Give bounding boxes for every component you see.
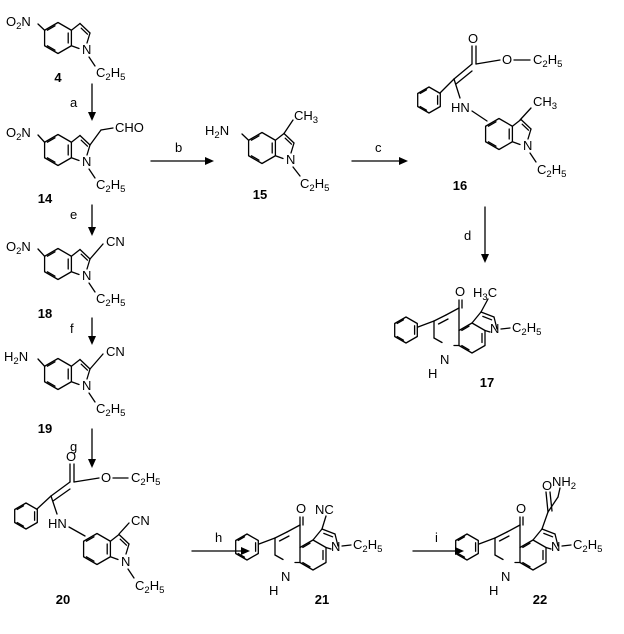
step-label-e: e — [70, 207, 77, 222]
c22-carbonyl-o-label: O — [516, 501, 526, 516]
compound-number-18: 18 — [38, 306, 52, 321]
compound-19: H2N CN N C2H5 19 — [4, 344, 125, 436]
c22-ethyl-label: C2H5 — [573, 537, 602, 555]
step-label-g: g — [70, 439, 77, 454]
c17-ring-h-label: H — [428, 366, 437, 381]
c17-carbonyl-o-label: O — [455, 284, 465, 299]
c17-n-label: N — [490, 321, 499, 336]
c16-nh-label: HN — [451, 100, 470, 115]
c14-ethyl-label: C2H5 — [96, 177, 125, 195]
c15-ethyl-label: C2H5 — [300, 176, 329, 194]
arrow-step-d: d — [464, 206, 489, 263]
compound-number-20: 20 — [56, 592, 70, 607]
c19-n-label: N — [82, 378, 91, 393]
compound-4: O2N N C2H5 4 — [6, 14, 125, 85]
c4-ethyl-label: C2H5 — [96, 65, 125, 83]
c22-ring-n-label: N — [501, 569, 510, 584]
arrow-step-f: f — [70, 317, 96, 345]
c15-amino-label: H2N — [205, 123, 229, 141]
c20-ester-o-label: O — [101, 470, 111, 485]
c16-ethyl-label: C2H5 — [537, 162, 566, 180]
compound-16: O O C2H5 HN CH3 N C2H5 16 — [417, 31, 566, 193]
c4-nitro-label: O2N — [6, 14, 31, 32]
c19-cn-label: CN — [106, 344, 125, 359]
compound-14: O2N CHO N C2H5 14 — [6, 120, 144, 206]
compound-18: O2N CN N C2H5 18 — [6, 234, 125, 321]
c15-methyl-label: CH3 — [294, 108, 318, 126]
c18-nitro-label: O2N — [6, 239, 31, 257]
c21-carbonyl-o-label: O — [296, 501, 306, 516]
c20-ethyl-label: C2H5 — [135, 578, 164, 596]
c14-cho-label: CHO — [115, 120, 144, 135]
arrow-step-b: b — [150, 140, 214, 165]
c22-ring-h-label: H — [489, 583, 498, 598]
c19-amino-label: H2N — [4, 349, 28, 367]
c16-carbonyl-o-label: O — [468, 31, 478, 46]
c21-ring-n-label: N — [281, 569, 290, 584]
arrow-step-a: a — [70, 83, 96, 121]
step-label-d: d — [464, 228, 471, 243]
compound-number-17: 17 — [480, 375, 494, 390]
c21-n-label: N — [331, 539, 340, 554]
compound-number-14: 14 — [38, 191, 53, 206]
step-label-c: c — [375, 140, 382, 155]
compound-22: O NH2 O N C2H5 N H 22 — [455, 474, 602, 607]
compound-17: O H3C N C2H5 N H 17 — [394, 284, 541, 390]
c16-methyl-label: CH3 — [533, 94, 557, 112]
c17-ethyl-label: C2H5 — [512, 320, 541, 338]
step-label-b: b — [175, 140, 182, 155]
compound-number-4: 4 — [54, 70, 62, 85]
step-label-h: h — [215, 530, 222, 545]
c16-n-label: N — [523, 138, 532, 153]
c16-ester-o-label: O — [502, 52, 512, 67]
c21-ethyl-label: C2H5 — [353, 537, 382, 555]
c22-nh2-label: NH2 — [552, 474, 576, 492]
c17-ring-n-label: N — [440, 352, 449, 367]
step-label-i: i — [435, 530, 438, 545]
compound-number-16: 16 — [453, 178, 467, 193]
arrow-step-g: g — [70, 428, 96, 468]
compound-20: O O C2H5 HN CN N C2H5 20 — [14, 449, 164, 607]
c20-n-label: N — [121, 554, 130, 569]
compound-number-15: 15 — [253, 187, 267, 202]
c22-amide-o-label: O — [542, 478, 552, 493]
c17-methyl-label: H3C — [473, 285, 497, 303]
c16-ester-ethyl-label: C2H5 — [533, 52, 562, 70]
c14-n-label: N — [82, 154, 91, 169]
c21-ring-h-label: H — [269, 583, 278, 598]
compound-15: H2N CH3 N C2H5 15 — [205, 108, 329, 202]
step-label-a: a — [70, 95, 78, 110]
arrow-step-c: c — [351, 140, 408, 165]
c15-n-label: N — [286, 152, 295, 167]
compound-21: O NC N C2H5 N H 21 — [235, 501, 382, 607]
c19-ethyl-label: C2H5 — [96, 401, 125, 419]
c20-cn-label: CN — [131, 513, 150, 528]
compound-number-22: 22 — [533, 592, 547, 607]
c4-n-label: N — [82, 42, 91, 57]
c22-n-label: N — [551, 539, 560, 554]
arrow-step-e: e — [70, 204, 96, 236]
c14-nitro-label: O2N — [6, 125, 31, 143]
step-label-f: f — [70, 321, 74, 336]
c18-n-label: N — [82, 268, 91, 283]
compound-number-21: 21 — [315, 592, 329, 607]
compound-number-19: 19 — [38, 421, 52, 436]
arrow-step-i: i — [412, 530, 464, 555]
c20-carbonyl-o-label: O — [66, 449, 76, 464]
c20-ester-ethyl-label: C2H5 — [131, 470, 160, 488]
arrow-step-h: h — [191, 530, 250, 555]
c18-cn-label: CN — [106, 234, 125, 249]
c21-cn-label: NC — [315, 502, 334, 517]
c20-nh-label: HN — [48, 516, 67, 531]
c18-ethyl-label: C2H5 — [96, 291, 125, 309]
